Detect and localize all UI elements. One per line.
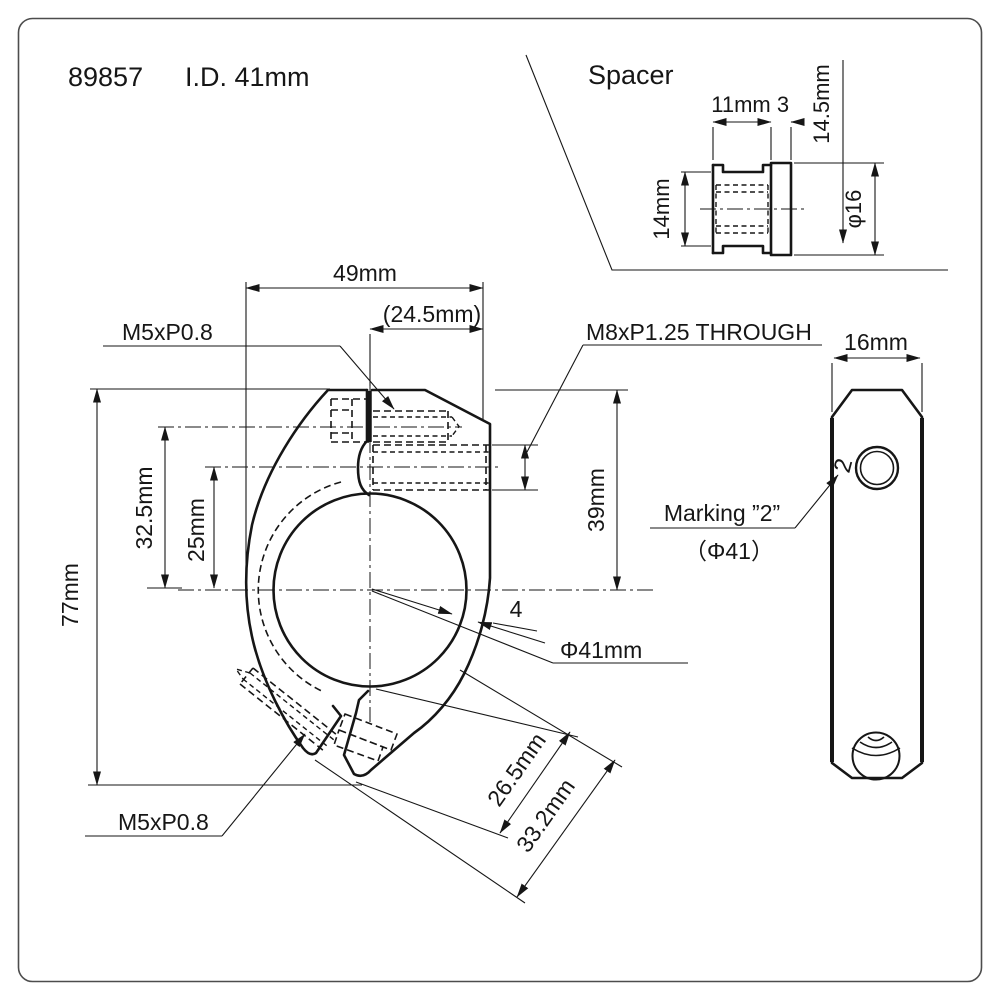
marking-diameter-text: （Φ41） — [684, 538, 774, 564]
arm-hole-hidden — [333, 713, 398, 762]
spacer-bore-hidden — [715, 184, 769, 234]
bore-diameter-text: Φ41mm — [560, 637, 642, 663]
m8-hole-outer — [854, 445, 900, 491]
label-m5-top: M5xP0.8 — [103, 319, 395, 410]
part-number: 89857 — [68, 62, 143, 92]
dim-overall-width: 49mm — [333, 260, 397, 286]
dim-top-to-center: 39mm — [583, 468, 609, 532]
side-outline — [830, 388, 924, 780]
side-view: 2 16mm Marking ”2” （Φ41） — [650, 329, 924, 781]
dim-spacer-overall-length: 14.5mm — [809, 64, 834, 143]
spacer-outline — [711, 161, 793, 257]
dim-77mm: 77mm — [57, 388, 362, 786]
dim-spacer-flange-diameter: φ16 — [841, 190, 866, 229]
dim-16mm: 16mm — [831, 329, 923, 412]
centerlines — [147, 383, 655, 722]
dim-25mm: 25mm — [183, 466, 219, 589]
dim-wall-4: 4 — [371, 588, 546, 644]
title-block: 89857 I.D. 41mm — [68, 62, 310, 92]
spacer-dimensions: 11mm 3 14.5mm 14mm φ16 — [649, 60, 884, 256]
dim-24-5mm: (24.5mm) — [369, 301, 484, 386]
dim-center-to-m8: 25mm — [183, 498, 209, 562]
label-marking: Marking ”2” （Φ41） — [650, 474, 839, 564]
dim-side-width: 16mm — [844, 329, 908, 355]
lower-m5-angled-hole-hidden — [234, 667, 338, 752]
label-m5-bottom: M5xP0.8 — [85, 733, 306, 837]
m5-bottom-text: M5xP0.8 — [118, 809, 209, 835]
m8-text: M8xP1.25 THROUGH — [586, 319, 812, 345]
left-jaw-counterbore-hidden — [330, 398, 369, 443]
bore-hidden-arc — [257, 481, 342, 693]
inner-diameter-label: I.D. 41mm — [185, 62, 310, 92]
spacer-title: Spacer — [588, 60, 674, 90]
m8-hole-inner — [859, 450, 895, 486]
detail-boundary-line — [525, 54, 948, 271]
dim-wall-thickness: 4 — [510, 596, 523, 622]
dim-half-width: (24.5mm) — [383, 301, 481, 327]
dim-arm-outer: 33.2mm — [511, 774, 580, 857]
dim-39mm: 39mm — [495, 389, 628, 591]
front-view: 49mm (24.5mm) M5xP0.8 M8xP1.25 THROUGH 7… — [57, 260, 822, 904]
marking-text: Marking ”2” — [664, 500, 780, 526]
m5-tapped-hole-hidden — [373, 410, 460, 443]
dim-32-5mm: 32.5mm — [131, 426, 170, 589]
dim-bore-diameter: Φ41mm — [371, 590, 688, 664]
bore-circle — [272, 492, 468, 688]
page-border — [17, 17, 983, 983]
dim-spacer-body-height: 14mm — [649, 178, 674, 239]
clamp-outline — [244, 388, 492, 778]
dim-spacer-body-length: 11mm — [711, 92, 771, 117]
dim-spacer-flange-width: 3 — [777, 92, 789, 117]
m8-through-hole-hidden — [372, 444, 489, 491]
dim-49mm: 49mm — [245, 260, 484, 585]
m5-top-text: M5xP0.8 — [122, 319, 213, 345]
label-m8-through: M8xP1.25 THROUGH — [492, 319, 822, 491]
ball-detent — [851, 731, 901, 781]
dim-33-2mm: 33.2mm — [314, 669, 623, 904]
dim-overall-height: 77mm — [57, 563, 83, 627]
spacer-detail-view: Spacer 11mm 3 14.5mm 14mm φ — [525, 54, 948, 271]
dim-center-to-m5: 32.5mm — [131, 466, 157, 549]
